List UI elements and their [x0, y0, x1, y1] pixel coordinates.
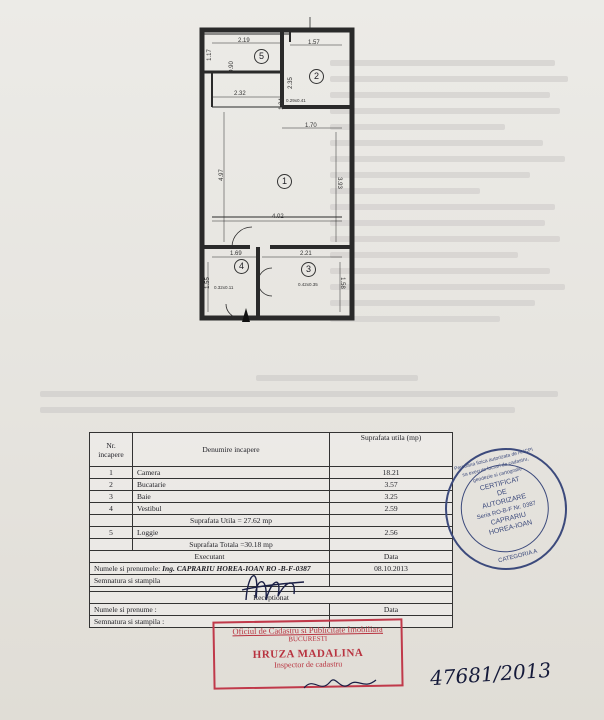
- row-area: 2.59: [329, 502, 453, 515]
- row-name: Loggie: [132, 526, 330, 539]
- row-name: Baie: [132, 490, 330, 503]
- name-label: Numele si prenumele:: [94, 564, 161, 573]
- handwritten-registration-number: 47681/2013: [429, 657, 552, 691]
- executant-header-row: Executant Data: [89, 550, 453, 563]
- room-number-4: 4: [234, 259, 249, 274]
- room-number-3: 3: [301, 262, 316, 277]
- signature: [241, 575, 305, 601]
- room-number-5: 5: [254, 49, 269, 64]
- room-number-1: 1: [277, 174, 292, 189]
- row-area: 3.57: [329, 478, 453, 491]
- executant-date-label: Data: [329, 550, 453, 563]
- area-tag-vestibul: 0.32x0.11: [214, 285, 234, 290]
- area-tag-bath: 0.42x0.35: [298, 282, 318, 287]
- row-nr: 2: [89, 478, 133, 491]
- room-number-2: 2: [309, 69, 324, 84]
- executant-sign-row: Semnatura si stampila: [89, 574, 453, 587]
- row-name: Camera: [132, 466, 330, 479]
- dim-bath-width: 2.21: [300, 251, 312, 257]
- dim-bath-height: 1.58: [338, 277, 345, 289]
- table-row: 4 Vestibul 2.59: [89, 502, 453, 515]
- table-row: 2 Bucatarie 3.57: [89, 478, 453, 491]
- rooms-table: Nr. incapere Denumire incapere Suprafata…: [89, 432, 453, 628]
- dim-loggia-depth: 0.90: [228, 61, 235, 73]
- dim-hall-upper: 2.32: [234, 91, 246, 97]
- faded-background-text-lower: [40, 375, 580, 423]
- row-area: 18.21: [329, 466, 453, 479]
- dim-kitchen-height: 2.35: [287, 77, 294, 89]
- dim-top-right: 1.57: [308, 40, 320, 46]
- dim-kitchen-side: 1.24: [278, 98, 285, 110]
- receptionat-name-row: Numele si prenume : Data: [89, 603, 453, 616]
- executant-name-row: Numele si prenumele: Ing. CAPRARIU HOREA…: [89, 562, 453, 575]
- dim-left-top: 1.17: [206, 49, 213, 61]
- row-nr: 1: [89, 466, 133, 479]
- dim-vest-height: 1.55: [204, 277, 211, 289]
- authorization-stamp: Persoana fizica autorizata de ANCPI sa e…: [432, 435, 580, 583]
- dim-kitchen-lower: 1.70: [305, 123, 317, 129]
- dim-room-left: 4.97: [218, 169, 225, 181]
- dim-top-left: 2.19: [238, 38, 250, 44]
- dim-room-right: 3.93: [335, 177, 342, 189]
- executant-name: Ing. CAPRARIU HOREA-IOAN RO -B-F-0387: [162, 564, 311, 573]
- floor-plan-drawing: [199, 17, 355, 322]
- header-name: Denumire incapere: [132, 432, 330, 467]
- row-name: Bucatarie: [132, 478, 330, 491]
- header-nr: Nr. incapere: [89, 432, 133, 467]
- row-nr: 3: [89, 490, 133, 503]
- row-nr: 4: [89, 502, 133, 515]
- header-area: Suprafata utila (mp): [329, 432, 453, 467]
- row-area: 2.56: [329, 526, 453, 539]
- table-row: 1 Camera 18.21: [89, 466, 453, 479]
- row-name: Vestibul: [132, 502, 330, 515]
- total-row: Suprafata Totala =30.18 mp: [89, 538, 453, 551]
- table-row: 3 Baie 3.25: [89, 490, 453, 503]
- receptionat-sign-row: Semnatura si stampila :: [89, 615, 453, 628]
- util-total-row: Suprafata Utila = 27.62 mp: [89, 514, 453, 527]
- inspector-signature: [303, 679, 377, 689]
- table-row: 5 Loggie 2.56: [89, 526, 453, 539]
- util-total: Suprafata Utila = 27.62 mp: [132, 514, 330, 527]
- table-header-row: Nr. incapere Denumire incapere Suprafata…: [89, 432, 453, 467]
- dim-room-width: 4.02: [272, 214, 284, 220]
- floor-plan: 2.19 1.57 1.17 0.90 2.35 2.32 1.24 1.70 …: [190, 12, 370, 332]
- dim-vest-width: 1.69: [230, 251, 242, 257]
- executant-date: 08.10.2013: [329, 562, 453, 575]
- row-area: 3.25: [329, 490, 453, 503]
- receptionat-date-label: Data: [329, 603, 453, 616]
- area-tag-kitchen: 0.29x0.41: [286, 98, 306, 103]
- total-area: Suprafata Totala =30.18 mp: [132, 538, 330, 551]
- faded-background-text: [330, 60, 580, 360]
- row-nr: 5: [89, 526, 133, 539]
